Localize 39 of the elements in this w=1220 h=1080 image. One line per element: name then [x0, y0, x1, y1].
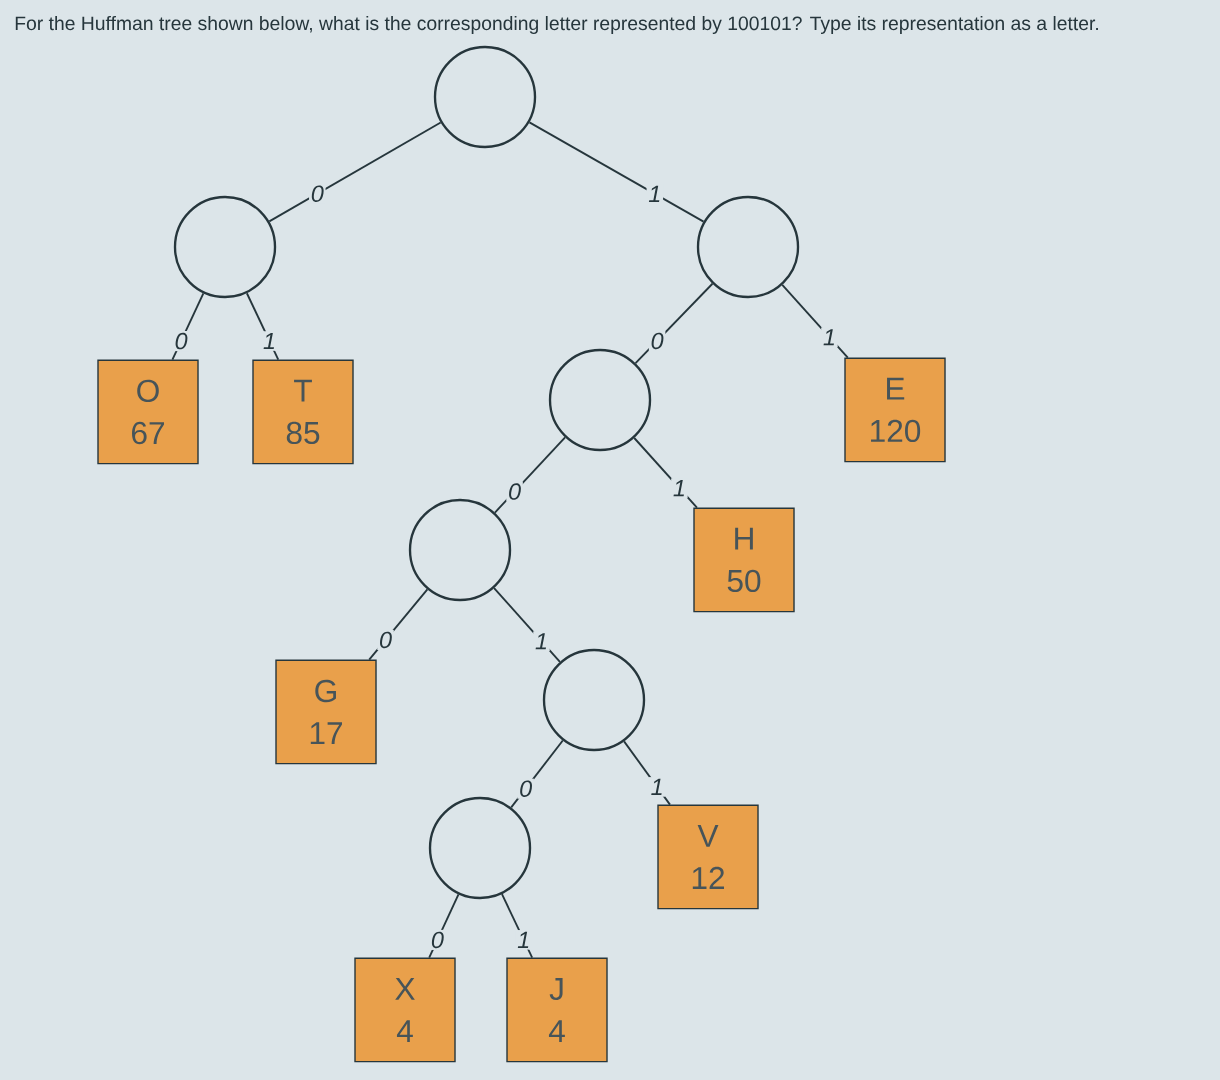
- tree-node-circle: [696, 195, 800, 299]
- tree-node-circle: [433, 45, 537, 149]
- edge-label: 1: [515, 930, 532, 950]
- edge-label: 0: [309, 183, 326, 204]
- tree-edge: [528, 121, 705, 223]
- edge-label: 1: [821, 327, 838, 348]
- tree-edge: [623, 740, 671, 806]
- leaf-box: O 67: [97, 359, 199, 465]
- leaf-box: X 4: [354, 957, 456, 1063]
- edge-label: 0: [429, 929, 446, 950]
- tree-edge: [501, 893, 534, 959]
- tree-node-circle: [173, 195, 277, 299]
- edge-label: 1: [261, 331, 278, 351]
- question-text: For the Huffman tree shown below, what is the corresponding letter represented by 100101? Type its representation as a letter.: [15, 16, 1098, 34]
- edge-label: 0: [506, 481, 523, 502]
- tree-edge: [428, 893, 460, 959]
- tree-edge: [510, 739, 564, 809]
- edge-label: 1: [533, 631, 550, 651]
- tree-edge: [494, 436, 567, 514]
- tree-edge: [171, 292, 205, 361]
- leaf-box: J 4: [506, 957, 608, 1063]
- tree-edge: [781, 284, 849, 359]
- tree-edge: [368, 588, 429, 661]
- edge-label: 1: [671, 478, 688, 498]
- tree-edge: [268, 121, 442, 223]
- tree-node-circle: [408, 498, 512, 602]
- tree-node-circle: [548, 348, 652, 452]
- tree-node-circle: [542, 648, 646, 752]
- edge-label: 0: [517, 778, 534, 799]
- tree-edge: [633, 437, 698, 509]
- edge-label: 0: [377, 629, 394, 650]
- leaf-box: G 17: [275, 659, 377, 765]
- tree-edge: [634, 282, 714, 365]
- leaf-box: T 85: [252, 359, 354, 465]
- tree-edge: [493, 587, 561, 663]
- leaf-box: V 12: [657, 804, 759, 910]
- leaf-box: H 50: [693, 507, 795, 613]
- leaf-box: E 120: [844, 357, 946, 463]
- tree-node-circle: [428, 796, 532, 900]
